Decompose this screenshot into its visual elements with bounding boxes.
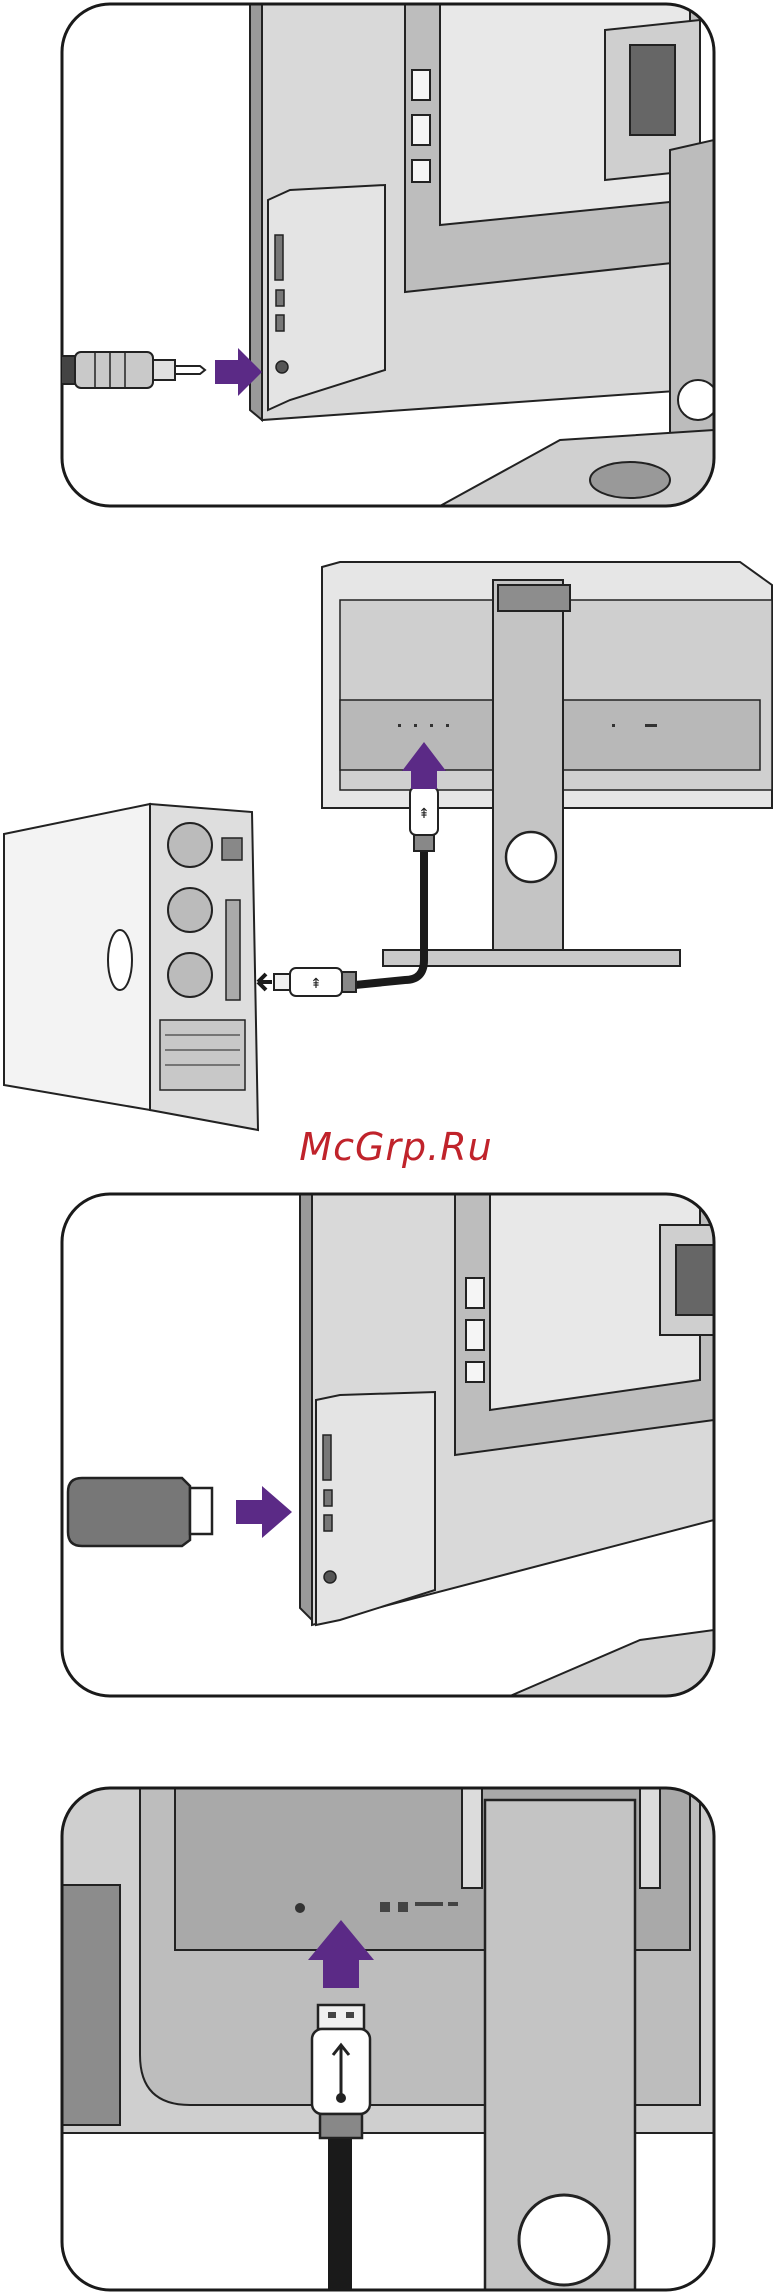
figure-headphone-jack <box>62 4 718 506</box>
watermark-text: McGrp.Ru <box>299 1125 492 1169</box>
figure-usb-closeup <box>62 1788 714 2290</box>
svg-text:⇞: ⇞ <box>310 976 322 992</box>
svg-text:⇞: ⇞ <box>418 806 430 822</box>
figure-sd-card <box>62 1194 714 1696</box>
computer-tower-icon <box>4 804 258 1130</box>
usb-plug-icon <box>312 2005 370 2138</box>
sd-card-icon <box>68 1478 212 1546</box>
usb-plug-icon: ⇞ <box>410 787 438 851</box>
usb-plug-icon: ⇞ <box>274 968 356 996</box>
figure-usb-upstream: ⇞ ⇞ <box>4 562 772 1130</box>
